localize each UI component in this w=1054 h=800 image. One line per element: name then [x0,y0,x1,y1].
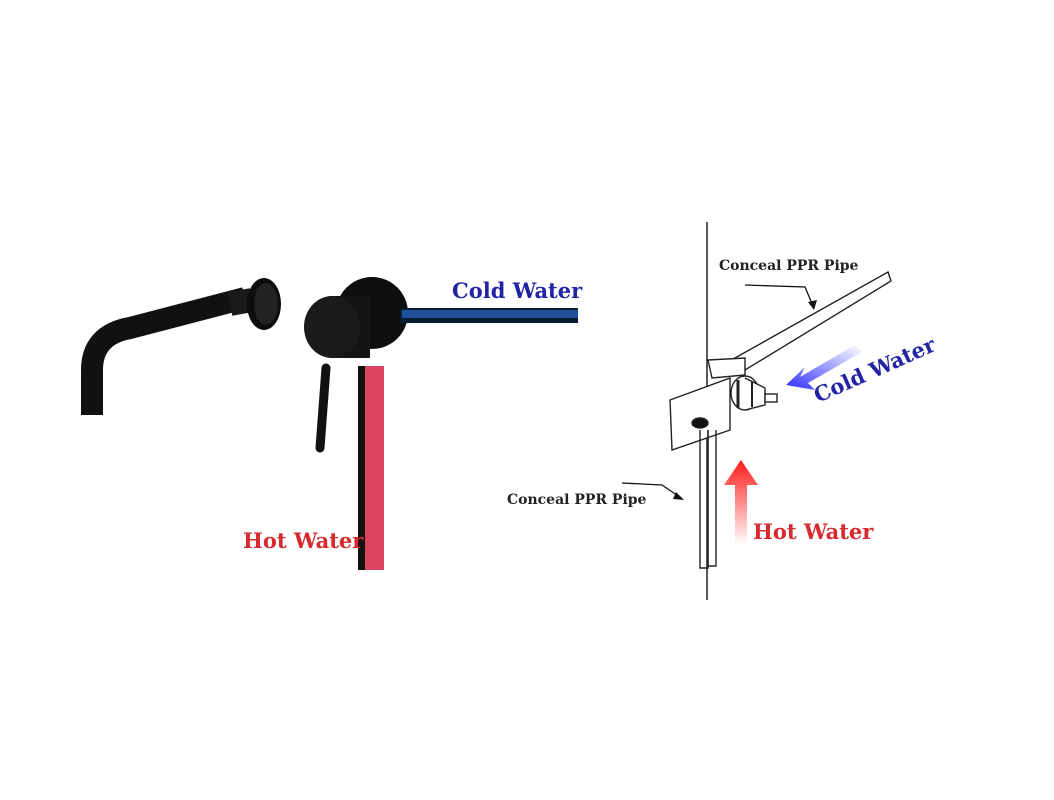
cold-water-arrow-icon [786,345,862,390]
right-hot-water-label: Hot Water [753,519,874,544]
lower-pipe-leader [621,482,684,500]
left-hot-water-label: Hot Water [243,528,364,553]
valve-body [669,375,778,451]
mixer-valve [304,277,408,453]
upper-ppr-pipe [707,270,892,379]
hot-water-pipe [358,366,384,570]
wall-spout [81,278,281,415]
upper-pipe-leader [744,284,817,310]
left-cold-water-label: Cold Water [452,278,583,303]
cold-water-pipe [400,308,578,323]
lower-pipe-label: Conceal PPR Pipe [507,492,647,508]
hot-water-arrow-icon [724,460,758,545]
lower-ppr-pipe [699,430,717,569]
upper-pipe-label: Conceal PPR Pipe [719,258,859,274]
